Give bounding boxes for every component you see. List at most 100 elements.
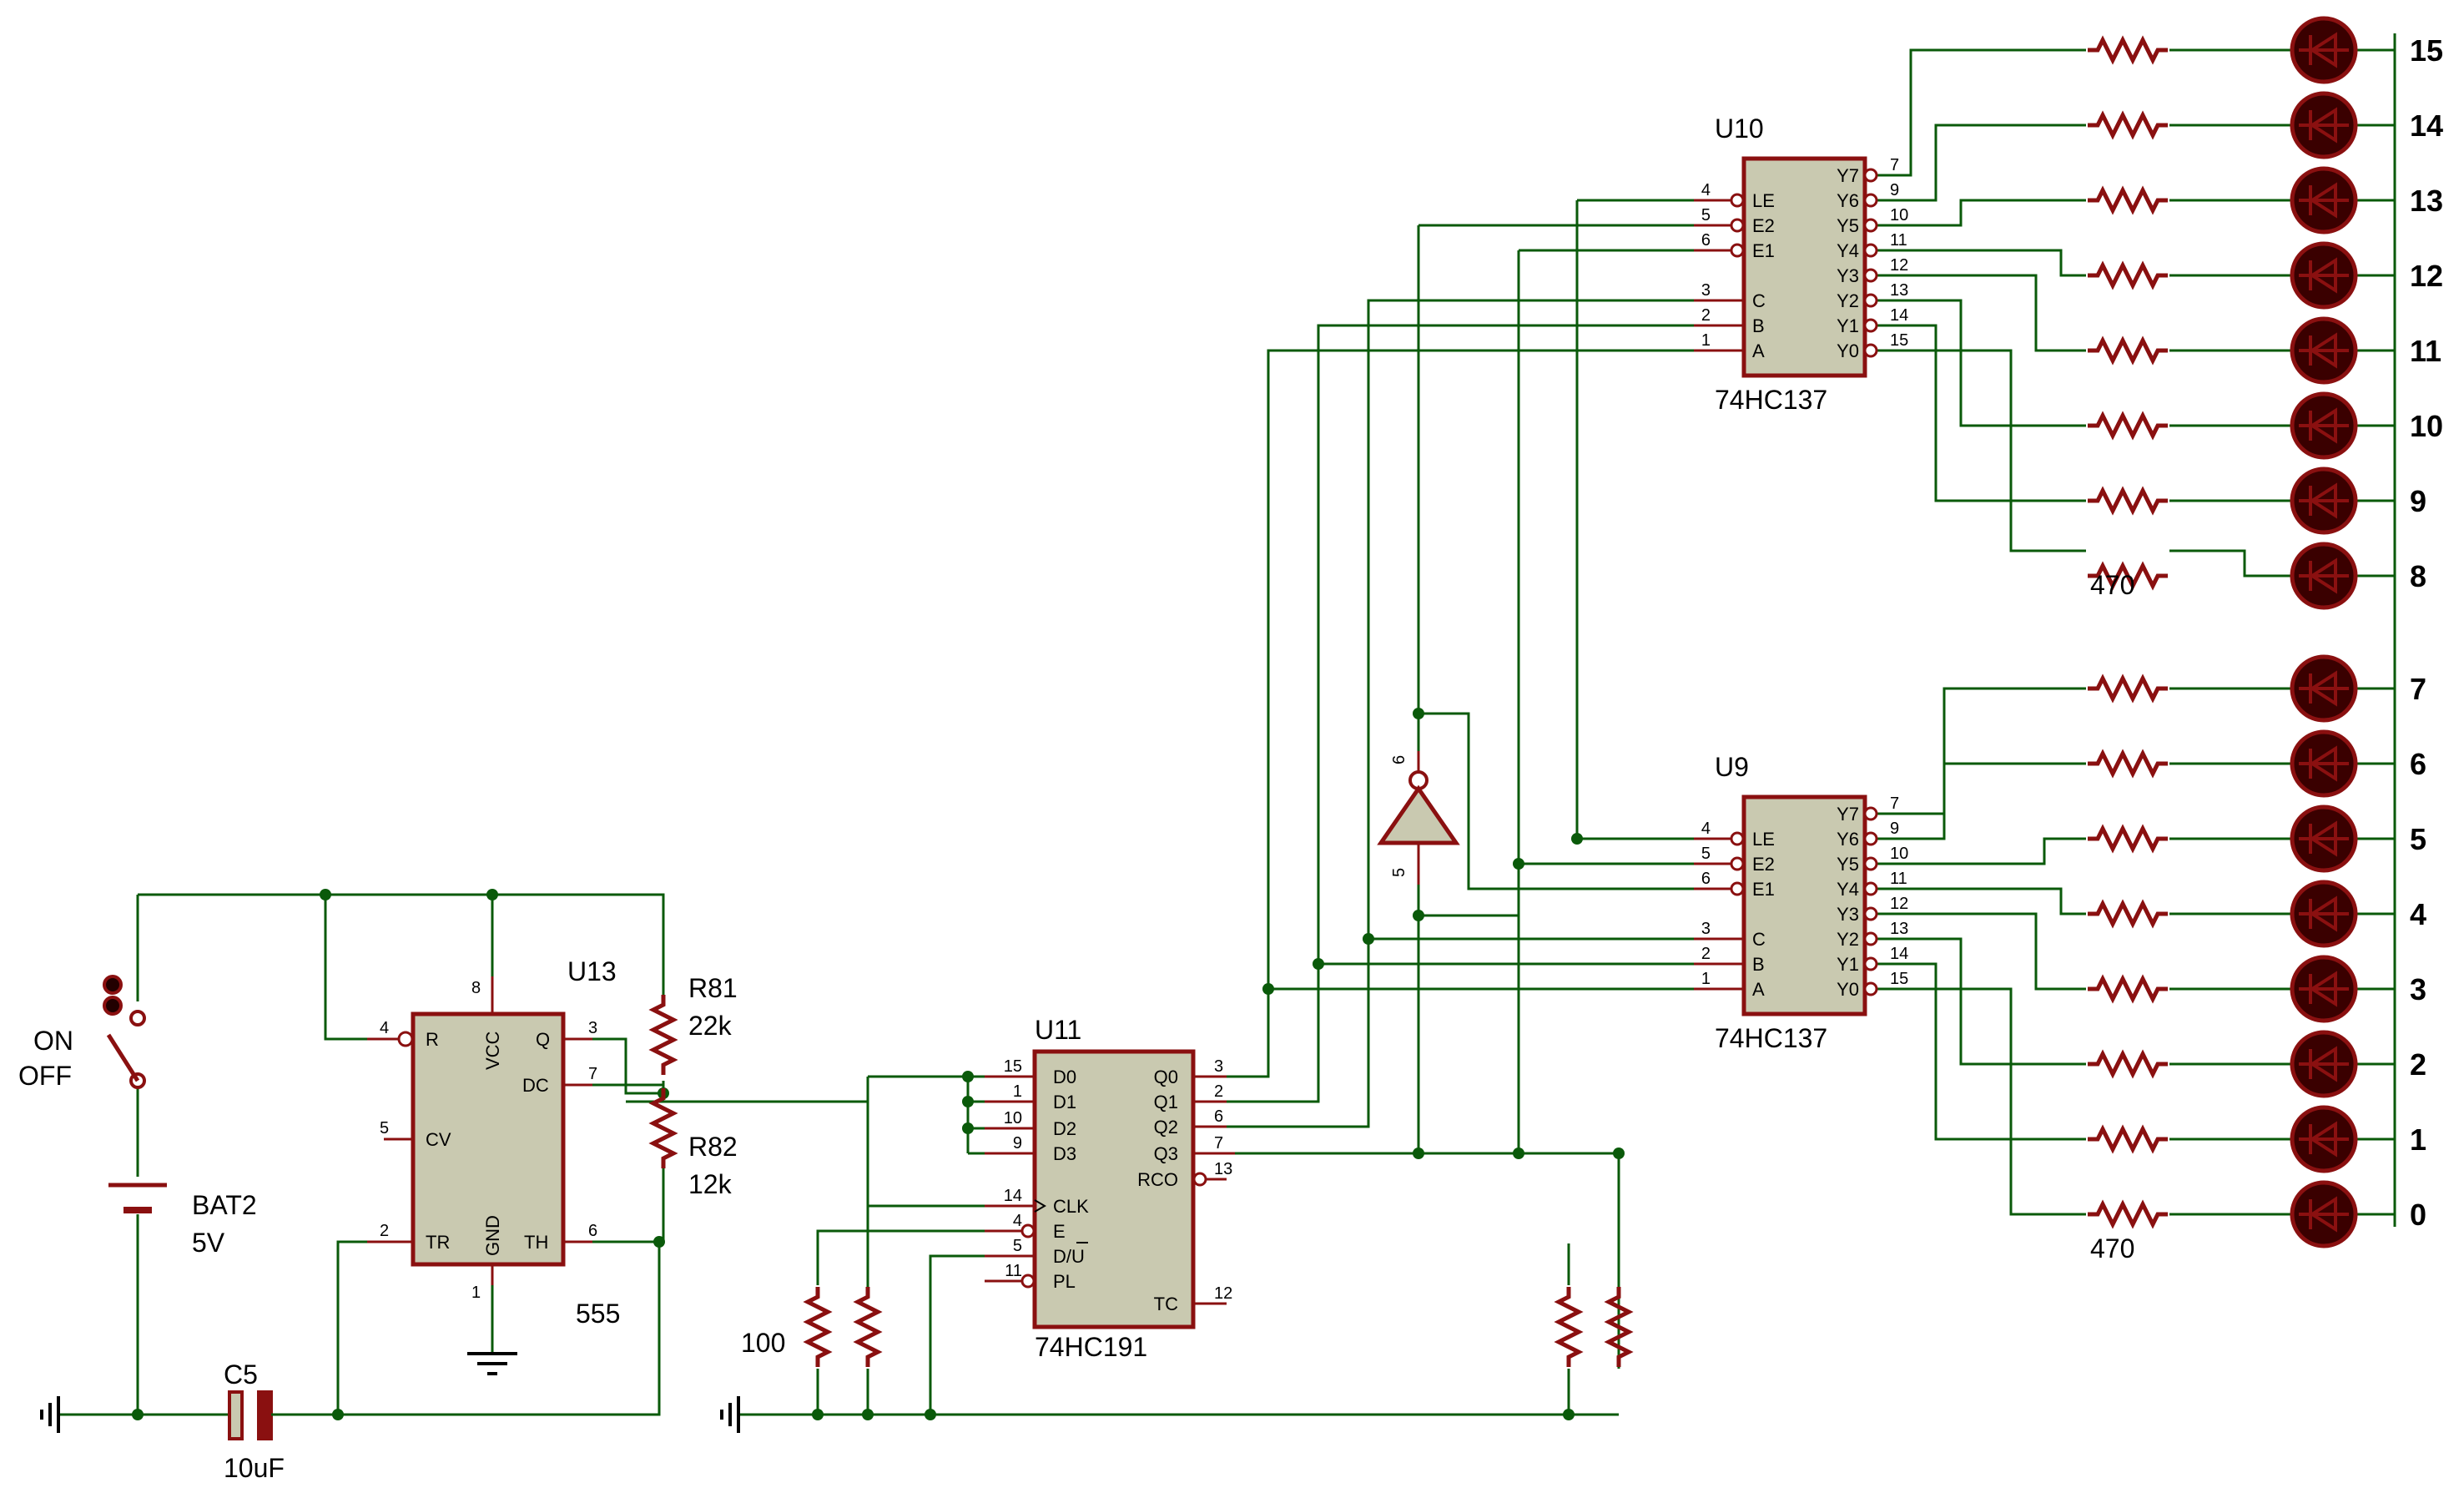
u11-value: 74HC191: [1035, 1332, 1147, 1362]
u9-pin-inversion-bubble: [1730, 881, 1745, 896]
u13-pin-th: TH: [524, 1232, 548, 1253]
u10-pin-name: Y7: [1837, 165, 1859, 186]
u10-pin-name: Y3: [1837, 265, 1859, 286]
led: [2292, 807, 2356, 870]
u10-value: 74HC137: [1715, 385, 1827, 415]
u9-pin-name: Y7: [1837, 804, 1859, 825]
u11-pin-number: 2: [1214, 1082, 1223, 1101]
bat2-value: 5V: [192, 1228, 225, 1258]
u11-pin-name: Q2: [1154, 1117, 1178, 1137]
u13-pin-vcc: VCC: [482, 1031, 503, 1070]
led: [2292, 1107, 2356, 1171]
u10-pin-inversion-bubble: [1730, 193, 1745, 208]
u10-pin-number: 2: [1701, 306, 1711, 325]
u10-pin-number: 4: [1701, 181, 1711, 199]
led: [2292, 169, 2356, 232]
led-output-label-lower: 5: [2410, 822, 2426, 856]
resistor-r81: [653, 995, 673, 1075]
u10-pin-number: 3: [1701, 281, 1711, 300]
u9-output-bubble: [1863, 856, 1878, 871]
u10-output-bubble: [1863, 318, 1878, 333]
led: [2292, 1183, 2356, 1246]
led-series-resistor: [2088, 340, 2168, 361]
u13-pin-gnd: GND: [482, 1215, 503, 1256]
led-output-label-upper: 12: [2410, 259, 2443, 293]
u13-pinnum-vcc: 8: [471, 979, 481, 997]
u10-pin-number: 14: [1890, 306, 1908, 325]
u10-pin-number: 10: [1890, 206, 1908, 224]
led-output-label-lower: 0: [2410, 1198, 2426, 1232]
u10-pin-name: Y2: [1837, 290, 1859, 311]
pulldown-resistor-2: [858, 1287, 878, 1367]
u13-ref: U13: [567, 956, 617, 986]
u13-pinnum-th: 6: [588, 1222, 597, 1240]
u13-pinnum-q: 3: [588, 1019, 597, 1037]
led-series-resistor: [2088, 115, 2168, 135]
u10-pin-inversion-bubble: [1730, 243, 1745, 258]
led-series-resistor: [2088, 265, 2168, 285]
u9-value: 74HC137: [1715, 1023, 1827, 1053]
u11-pin-number: 15: [1004, 1057, 1022, 1076]
u11-pin-name: D0: [1053, 1067, 1076, 1087]
u11-pin-name: CLK: [1053, 1196, 1089, 1217]
led-series-resistor: [2088, 1204, 2168, 1224]
u9-pin-name: A: [1752, 979, 1765, 1000]
u10-pin-number: 12: [1890, 256, 1908, 275]
u11-pin-number: 13: [1214, 1160, 1232, 1178]
led-output-label-lower: 4: [2410, 897, 2426, 931]
led-output-label-upper: 8: [2410, 559, 2426, 593]
led-series-resistor: [2088, 190, 2168, 210]
power-switch[interactable]: [103, 975, 146, 1089]
u10-pin-number: 11: [1890, 231, 1907, 250]
led: [2292, 544, 2356, 608]
u11-pin-name: D/U: [1053, 1246, 1085, 1267]
u9-pin-number: 12: [1890, 895, 1908, 913]
u9-pin-number: 5: [1701, 845, 1711, 863]
u9-pin-number: 7: [1890, 794, 1899, 813]
u9-pin-number: 6: [1701, 870, 1711, 888]
u11-pin-name: PL: [1053, 1271, 1076, 1292]
u11-pin-name: E: [1053, 1221, 1066, 1242]
led-series-resistor: [2088, 904, 2168, 924]
u9-output-bubble: [1863, 831, 1878, 846]
resistor-r82: [653, 1088, 673, 1168]
switch-on-label: ON: [33, 1026, 73, 1056]
u10-pin-name: Y0: [1837, 340, 1859, 361]
led-series-resistor: [2088, 829, 2168, 849]
led-output-label-lower: 6: [2410, 747, 2426, 781]
r82-value: 12k: [688, 1169, 733, 1199]
u9-output-bubble: [1863, 931, 1878, 946]
led-series-resistor: [2088, 1129, 2168, 1149]
u11-pin-name: TC: [1154, 1294, 1178, 1314]
led-series-resistor: [2088, 40, 2168, 60]
u10-pin-number: 13: [1890, 281, 1908, 300]
inverter-gate: [1377, 751, 1460, 885]
u10-pin-name: A: [1752, 340, 1765, 361]
u11-pin-name: D1: [1053, 1092, 1076, 1112]
led-resistor-value-upper: 470: [2090, 570, 2134, 600]
r81-value: 22k: [688, 1011, 733, 1041]
u11-pin-number: 1: [1013, 1082, 1022, 1101]
u10-output-bubble: [1863, 168, 1878, 183]
led-output-label-lower: 3: [2410, 972, 2426, 1006]
u10-pin-name: Y6: [1837, 190, 1859, 211]
u9-pin-name: Y3: [1837, 904, 1859, 925]
u10-output-bubble: [1863, 243, 1878, 258]
decoder-u10: [1694, 156, 1867, 378]
led-output-label-lower: 2: [2410, 1047, 2426, 1082]
u10-pin-number: 6: [1701, 231, 1711, 250]
u11-pin-name: D2: [1053, 1118, 1076, 1139]
c5-ref: C5: [224, 1359, 258, 1390]
wires: [58, 33, 2396, 1416]
u9-pin-name: Y5: [1837, 854, 1859, 875]
u9-pin-number: 2: [1701, 945, 1711, 963]
led-resistor-value-lower: 470: [2090, 1233, 2134, 1264]
u13-value: 555: [576, 1299, 620, 1329]
u9-pin-number: 1: [1701, 970, 1711, 988]
led: [2292, 93, 2356, 157]
